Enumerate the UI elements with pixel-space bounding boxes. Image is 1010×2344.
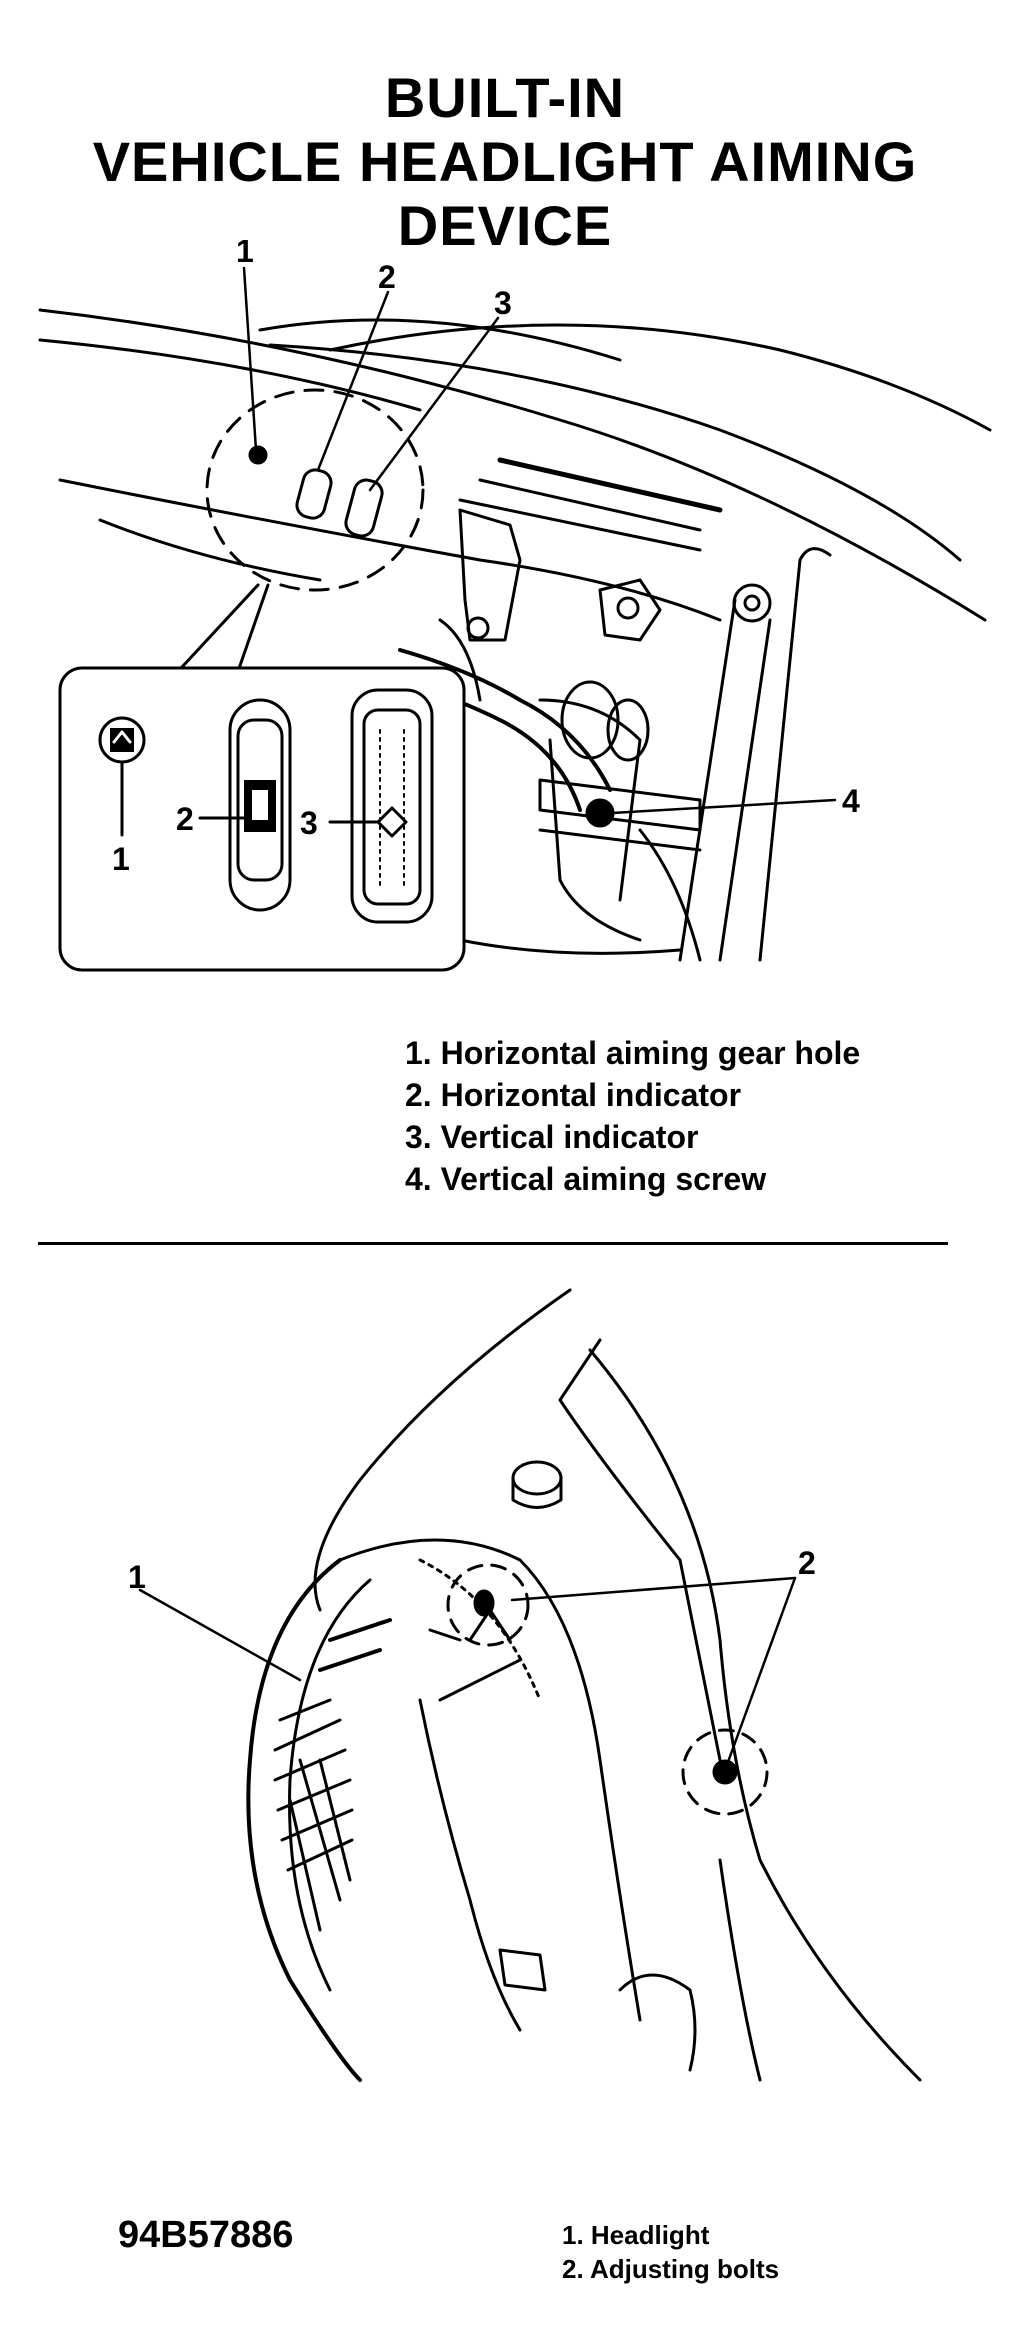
legend-item: 1. Headlight: [562, 2220, 710, 2250]
title-line-2: VEHICLE HEADLIGHT AIMING: [92, 130, 918, 193]
figure1-legend: 1. Horizontal aiming gear hole 2. Horizo…: [405, 1032, 860, 1200]
legend-item: 2. Horizontal indicator: [405, 1077, 742, 1113]
figure2-legend: 1. Headlight 2. Adjusting bolts: [562, 2218, 779, 2286]
legend-item: 3. Vertical indicator: [405, 1119, 699, 1155]
title-line-1: BUILT-IN: [384, 66, 626, 129]
fig1-callout-4: 4: [842, 783, 860, 819]
title-line-3: DEVICE: [397, 194, 613, 257]
aiming-device-diagram: 1 2 3 4 1 2 3: [38, 240, 992, 972]
fig1-callout-1: 1: [236, 240, 254, 269]
section-divider: [38, 1242, 948, 1245]
page-title: BUILT-IN VEHICLE HEADLIGHT AIMING DEVICE: [0, 66, 1010, 258]
inset-callout-1: 1: [112, 841, 130, 877]
legend-item: 2. Adjusting bolts: [562, 2254, 780, 2284]
headlight-bolts-diagram: 1 2: [128, 1288, 922, 2082]
inset-callout-2: 2: [176, 801, 194, 837]
figure-code: 94B57886: [118, 2214, 294, 2256]
legend-item: 1. Horizontal aiming gear hole: [405, 1035, 861, 1071]
fig2-callout-1: 1: [128, 1559, 146, 1595]
fig1-callout-3: 3: [494, 285, 512, 321]
fig2-callout-2: 2: [798, 1545, 816, 1581]
inset-callout-3: 3: [300, 805, 318, 841]
legend-item: 4. Vertical aiming screw: [405, 1161, 767, 1197]
fig1-callout-2: 2: [378, 259, 396, 295]
